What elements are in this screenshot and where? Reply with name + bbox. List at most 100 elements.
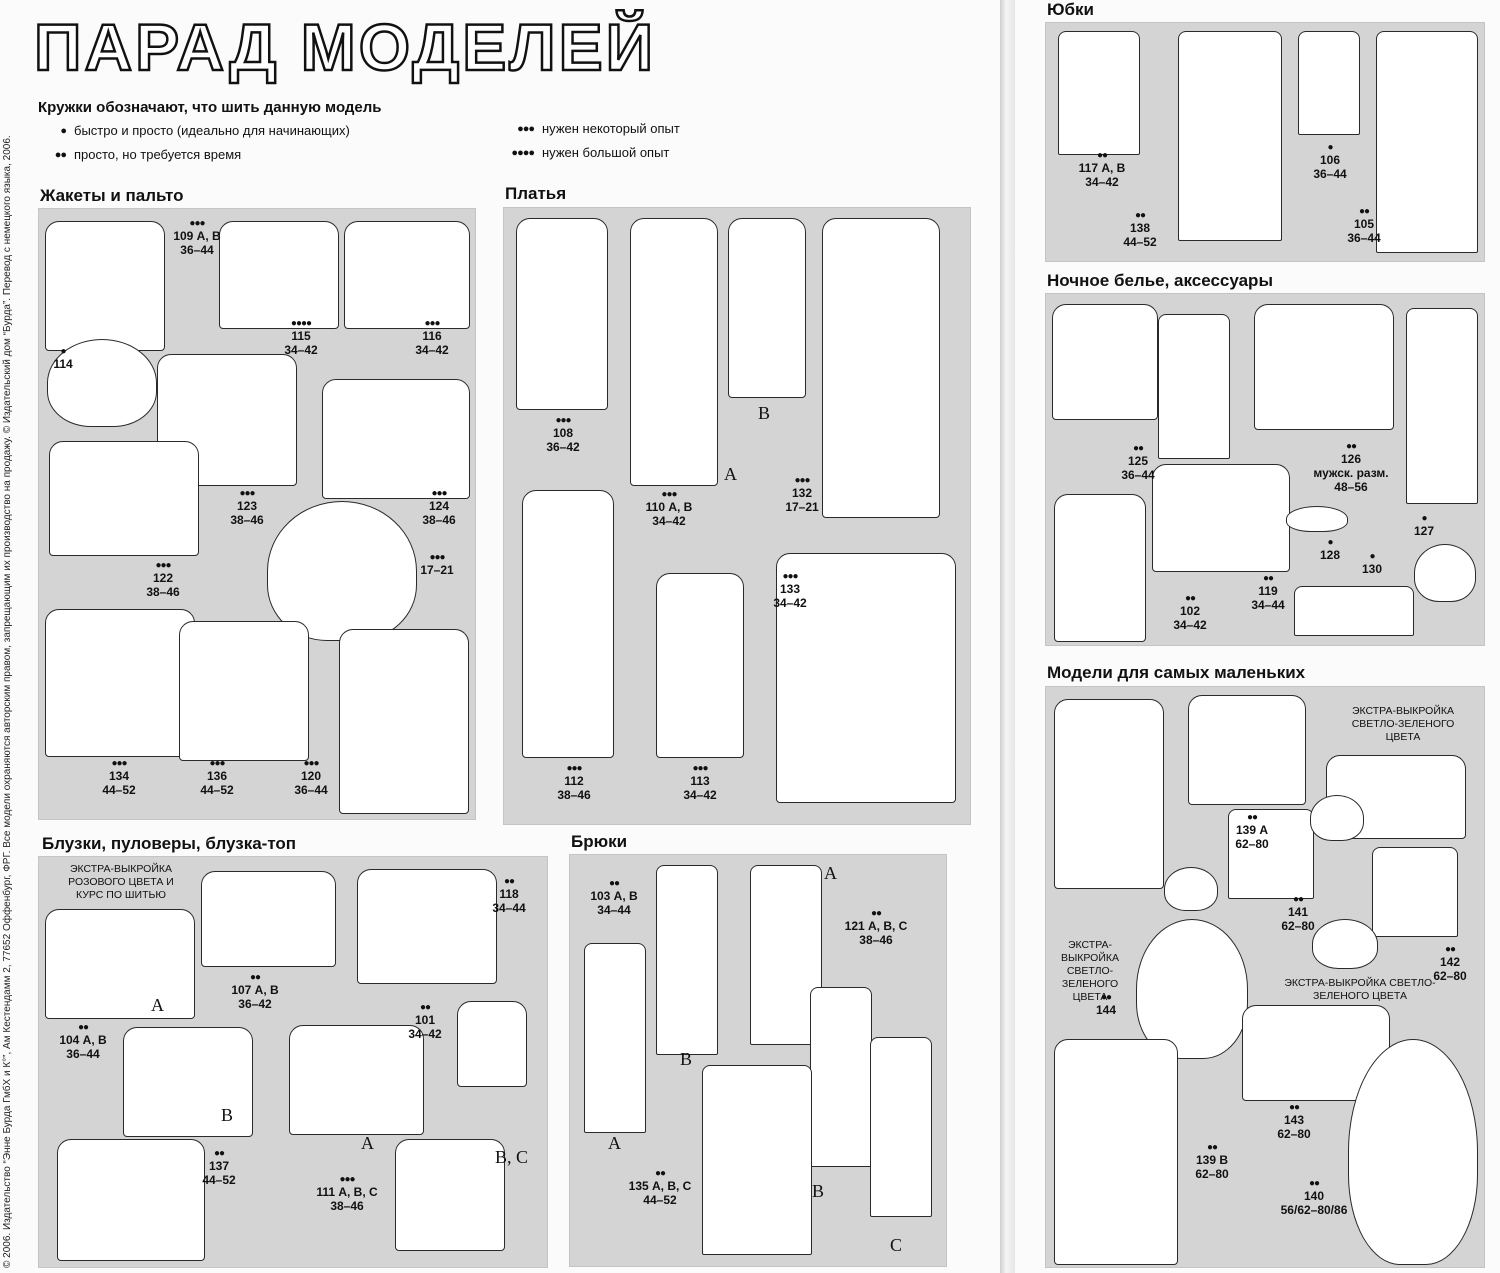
kids-panel: ЭКСТРА-ВЫКРОЙКА СВЕТЛО-ЗЕЛЕНОГО ЦВЕТА ЭК… [1045, 686, 1485, 1268]
jacket-116-sketch [344, 221, 470, 329]
page-title: ПАРАД МОДЕЛЕЙ [33, 10, 657, 84]
extra-pattern-note: ЭКСТРА-ВЫКРОЙКА РОЗОВОГО ЦВЕТА И КУРС ПО… [68, 863, 174, 901]
blouse-111c-sketch [395, 1139, 505, 1251]
section-title-nightwear: Ночное белье, аксессуары [1047, 271, 1273, 290]
dress-110-sketch [630, 218, 718, 486]
top-107-sketch [201, 871, 336, 967]
collar-114-sketch [47, 339, 157, 427]
jacket-122-sketch [49, 441, 199, 556]
booties-sketch [1310, 795, 1364, 841]
jacket-124-sketch [322, 379, 470, 499]
trousers-121b-sketch [810, 987, 872, 1167]
copyright-text: © 2006. Издательство “Энне Бурда ГмбХ и … [2, 135, 13, 1268]
trousers-103a-sketch [656, 865, 718, 1055]
dress-108-sketch [516, 218, 608, 410]
nightie-102-sketch [1054, 494, 1146, 642]
blouses-panel: ЭКСТРА-ВЫКРОЙКА РОЗОВОГО ЦВЕТА И КУРС ПО… [38, 856, 548, 1268]
section-title-skirts: Юбки [1047, 0, 1094, 19]
dress-110b-sketch [728, 218, 806, 398]
overall-139b-sketch [1054, 1039, 1178, 1265]
book-gutter [1000, 0, 1015, 1273]
booties-sketch [1164, 867, 1218, 911]
pajama-126-top-sketch [1254, 304, 1394, 430]
skirt-105-sketch [1376, 31, 1478, 253]
trousers-135-sketch [702, 1065, 812, 1255]
trousers-103b-sketch [584, 943, 646, 1133]
variant-letter: B [758, 403, 771, 423]
jacket-109-sketch [45, 221, 165, 351]
model-label: ●●●17–21 [420, 552, 454, 578]
section-title-dresses: Платья [505, 184, 567, 203]
model-label: ●127 [1413, 513, 1435, 539]
extra-pattern-note: ЭКСТРА-ВЫКРОЙКА СВЕТЛО-ЗЕЛЕНОГО ЦВЕТА [1351, 705, 1455, 743]
dress-132-sketch [822, 218, 940, 518]
pajama-125-top-sketch [1052, 304, 1158, 420]
trousers-121c-sketch [870, 1037, 932, 1217]
variant-letter: A [151, 995, 164, 1015]
sleeping-bag-140-sketch [1348, 1039, 1478, 1265]
bunting-144-sketch [1136, 919, 1248, 1059]
blouse-118-sketch [357, 869, 497, 984]
variant-letter: A [824, 863, 837, 883]
booties-sketch [1312, 919, 1378, 969]
variant-letter: B [221, 1105, 234, 1125]
section-title-kids: Модели для самых маленьких [1047, 663, 1306, 682]
section-title-blouses: Блузки, пуловеры, блузка-топ [42, 834, 297, 853]
skirt-117-sketch [1058, 31, 1140, 155]
variant-letter: A [361, 1133, 374, 1153]
model-label: ●●144 [1095, 992, 1117, 1018]
blouse-104b-sketch [123, 1027, 253, 1137]
dress-133-sketch [776, 553, 956, 803]
heart-127-sketch [1414, 544, 1476, 602]
bolero-sketch [267, 501, 417, 641]
variant-letter: C [890, 1235, 903, 1255]
variant-letter: B, C [495, 1147, 529, 1167]
skirt-138-sketch [1178, 31, 1282, 241]
pillow-130-sketch [1294, 586, 1414, 636]
jacket-115-sketch [219, 221, 339, 329]
pants-142-sketch [1372, 847, 1458, 937]
overall-139a-sketch [1054, 699, 1164, 889]
jacket-134-sketch [45, 609, 195, 757]
skirt-106-sketch [1298, 31, 1360, 135]
legend-item: ●●●●нужен большой опыт [511, 145, 670, 160]
left-page: ПАРАД МОДЕЛЕЙ © 2006. Издательство “Энне… [2, 10, 971, 1268]
